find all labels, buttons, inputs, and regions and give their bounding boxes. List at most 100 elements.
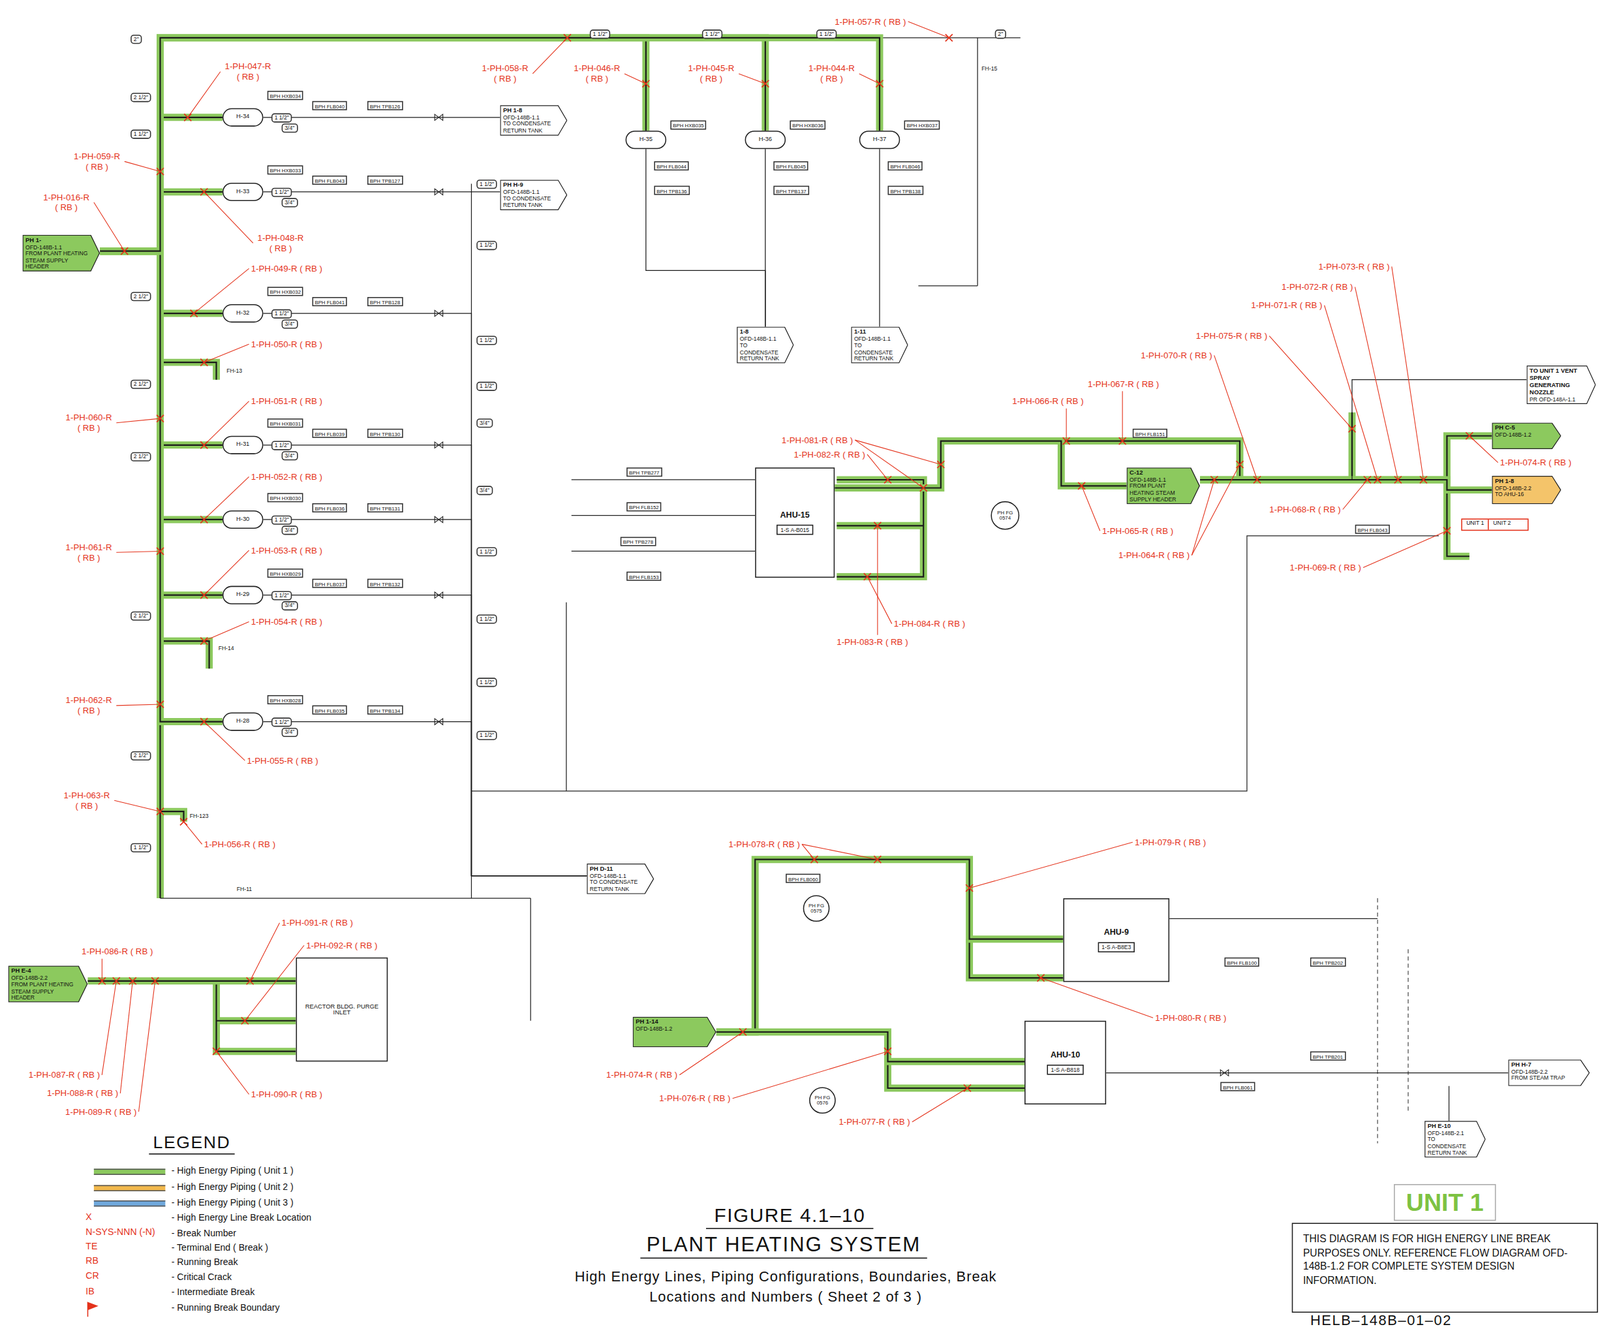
pipe-size: 1 1/2"	[476, 546, 498, 556]
pipe-size: 1 1/2"	[271, 590, 293, 600]
high-energy-pipe-band	[160, 362, 1470, 1088]
pipe-line	[262, 519, 587, 876]
break-leader	[114, 800, 160, 812]
high-energy-pipe-band	[99, 251, 223, 722]
low-energy-piping	[160, 37, 1450, 1121]
break-number: 1-PH-056-R ( RB )	[204, 838, 276, 849]
pipe-connector	[646, 148, 766, 327]
pipe-size: 1 1/2"	[476, 335, 498, 345]
legend-text: - High Energy Piping ( Unit 3 )	[171, 1196, 294, 1208]
equipment-tag: BPH HXB032	[267, 286, 304, 296]
equipment-tag: BPH HXB028	[267, 694, 304, 705]
break-leader	[854, 439, 924, 488]
node-title: AHU-15	[780, 510, 810, 520]
pipe-size: 1 1/2"	[271, 515, 293, 525]
equipment-tag: BPH TPB132	[367, 578, 403, 588]
legend-swatch	[93, 1168, 166, 1175]
pipe-size: 3/4"	[281, 727, 298, 737]
off-page-shape	[22, 234, 100, 271]
equipment-tag: BPH TPB277	[626, 467, 662, 477]
off-page-shape	[1508, 1059, 1590, 1086]
air-handling-unit: AHU-91-S A-B8E3	[1062, 897, 1170, 982]
break-number: 1-PH-048-R ( RB )	[255, 232, 307, 254]
node-text: OFD-148B-2.2	[1511, 1068, 1578, 1075]
off-page-connector: 1-8OFD-148B-1.1TO CONDENSATE RETURN TANK	[736, 326, 795, 364]
equipment-tag: BPH TPB138	[887, 185, 923, 196]
equipment-tag: BPH TPB202	[1310, 957, 1346, 967]
node-title: C-12	[1129, 469, 1188, 477]
unit-stamp: UNIT 1	[1393, 1183, 1496, 1221]
pipe-size: 3/4"	[281, 197, 298, 207]
pipe-size: 2"	[130, 34, 142, 44]
pipe-connector	[1200, 479, 1492, 491]
pipe-size: 1 1/2"	[271, 441, 293, 451]
legend-symbol: RB	[85, 1254, 99, 1266]
pipe-line	[262, 445, 587, 876]
heater-coil: H-32	[222, 304, 264, 323]
break-number: 1-PH-052-R ( RB )	[251, 471, 323, 482]
drawing-number: HELB–148B–01–02	[1310, 1312, 1452, 1328]
high-energy-pipe-band	[716, 859, 1064, 1032]
off-page-shape	[1492, 476, 1561, 504]
equipment-tag: BPH HXB034	[267, 90, 304, 100]
break-number: 1-PH-091-R ( RB )	[281, 917, 354, 928]
node-title: H-31	[225, 441, 261, 449]
pipe-size: 2"	[995, 29, 1007, 39]
node-title: H-28	[225, 717, 261, 725]
pipe-size: 2 1/2"	[130, 291, 152, 301]
break-number: 1-PH-081-R ( RB )	[781, 434, 853, 446]
instrument-circle: PH FG 0575	[803, 894, 831, 922]
break-number: 1-PH-068-R ( RB )	[1269, 504, 1341, 515]
break-leader	[204, 621, 250, 641]
pipe-connector	[764, 148, 767, 327]
break-number: 1-PH-063-R ( RB )	[61, 789, 113, 811]
equipment-tag: BPH FLB045	[773, 161, 808, 171]
break-leader	[738, 73, 766, 84]
equipment-tag: BPH FLB061	[1220, 1081, 1255, 1092]
off-page-connector: PH H-9OFD-148B-1.1TO CONDENSATE RETURN T…	[499, 179, 568, 211]
break-leader	[1191, 464, 1240, 556]
break-number: 1-PH-080-R ( RB )	[1154, 1012, 1227, 1023]
legend-text: - High Energy Piping ( Unit 2 )	[171, 1181, 294, 1193]
break-location-mark	[873, 522, 881, 530]
equipment-tag: BPH TPB126	[367, 101, 403, 111]
system-title: PLANT HEATING SYSTEM	[640, 1232, 927, 1259]
break-location-mark	[156, 700, 164, 708]
break-number: 1-PH-077-R ( RB )	[838, 1116, 910, 1127]
equipment-tag: BPH TPB137	[773, 185, 809, 196]
break-number: 1-PH-082-R ( RB )	[794, 448, 866, 460]
pipe-connector	[262, 191, 500, 193]
unit-boundary-marker: UNIT 1UNIT 2	[1461, 518, 1529, 531]
equipment-tag: BPH FLB037	[312, 578, 348, 588]
node-title: H-36	[747, 135, 783, 143]
break-location-mark	[129, 976, 137, 985]
break-leader	[120, 980, 133, 1093]
pipe-size: 3/4"	[281, 450, 298, 461]
break-number: 1-PH-078-R ( RB )	[728, 838, 800, 849]
break-number: 1-PH-060-R ( RB )	[63, 412, 115, 434]
break-number: 1-PH-086-R ( RB )	[81, 946, 153, 957]
equipment-tag: BPH FLB046	[887, 161, 923, 171]
node-title: H-37	[861, 135, 897, 143]
node-title: PH H-9	[503, 181, 556, 189]
pipe-size: 1 1/2"	[476, 240, 498, 250]
break-location-mark	[761, 80, 769, 88]
pipe-size: 2 1/2"	[130, 611, 152, 621]
air-handling-unit: AHU-151-S A-B015	[754, 467, 835, 578]
legend-text: - High Energy Line Break Location	[171, 1212, 312, 1224]
break-number: 1-PH-076-R ( RB )	[659, 1092, 731, 1104]
air-handling-unit: AHU-101-S A-B818	[1024, 1020, 1107, 1105]
equipment-tag: BPH FLB041	[312, 296, 348, 307]
node-text: OFD-148B-2.1	[1427, 1129, 1474, 1137]
break-number: 1-PH-070-R ( RB )	[1140, 349, 1212, 361]
break-location-mark	[810, 855, 818, 863]
off-page-shape	[851, 326, 908, 363]
pipe-size: 2 1/2"	[130, 92, 152, 102]
pipe-size: 1 1/2"	[476, 614, 498, 624]
node-title: PH 1-14	[635, 1018, 705, 1026]
break-location-mark	[1062, 437, 1071, 445]
break-leader	[801, 843, 878, 859]
break-number: 1-PH-084-R ( RB )	[893, 618, 966, 630]
legend-swatch	[93, 1200, 166, 1206]
break-location-mark	[1394, 476, 1402, 484]
